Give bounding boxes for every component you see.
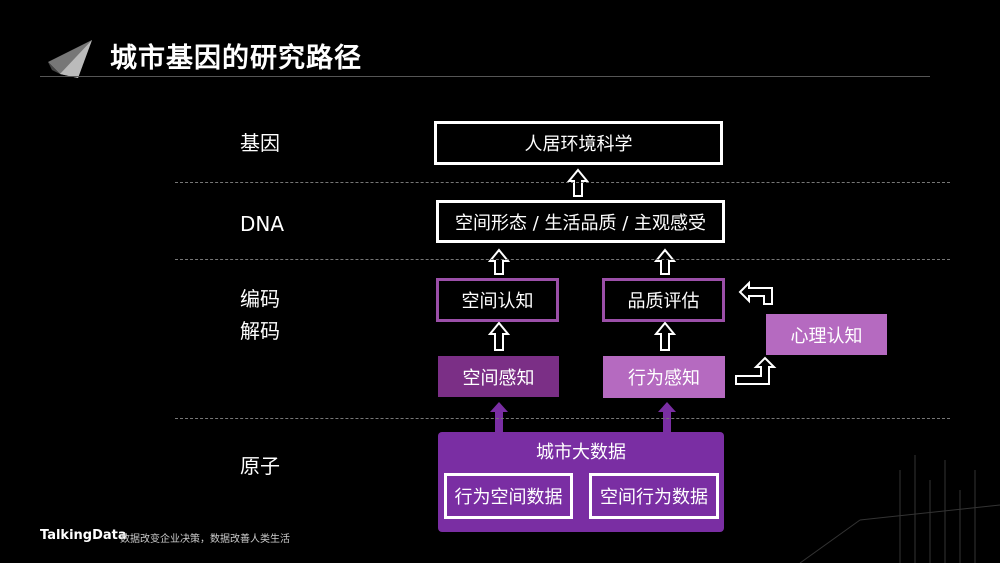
arrow-up-icon	[487, 248, 511, 275]
bent-arrow-icon	[735, 356, 777, 385]
box-dna: 空间形态 / 生活品质 / 主观感受	[436, 200, 725, 243]
arrow-up-icon	[658, 402, 676, 432]
logo-icon	[48, 40, 92, 78]
bent-arrow-icon	[738, 280, 773, 305]
box-psych-cognition: 心理认知	[766, 314, 887, 355]
box-behavior-perception: 行为感知	[603, 356, 725, 398]
city-skyline-decoration	[799, 455, 1000, 563]
arrow-up-icon	[487, 321, 511, 351]
box-space-cognition: 空间认知	[436, 278, 559, 322]
box-behavior-space-data: 行为空间数据	[444, 473, 573, 519]
row-label-atom: 原子	[240, 454, 280, 478]
box-space-behavior-data: 空间行为数据	[589, 473, 719, 519]
row-divider	[175, 418, 950, 419]
arrow-up-icon	[653, 321, 677, 351]
row-label-dna: DNA	[240, 212, 285, 236]
row-divider	[175, 182, 950, 183]
arrow-up-icon	[566, 168, 590, 197]
row-label-gene: 基因	[240, 131, 280, 155]
brand-slogan: 数据改变企业决策，数据改善人类生活	[120, 534, 290, 545]
title-divider	[40, 76, 930, 77]
row-divider	[175, 259, 950, 260]
big-data-title: 城市大数据	[536, 442, 626, 463]
row-label-decode: 解码	[240, 319, 280, 343]
box-human-env-science: 人居环境科学	[434, 121, 723, 165]
arrow-up-icon	[653, 248, 677, 275]
row-label-encode: 编码	[240, 287, 280, 311]
brand-logo: TalkingData	[40, 528, 127, 543]
arrow-up-icon	[490, 402, 508, 432]
box-space-perception: 空间感知	[438, 356, 559, 397]
box-quality-evaluation: 品质评估	[602, 278, 725, 322]
page-title: 城市基因的研究路径	[110, 43, 362, 74]
